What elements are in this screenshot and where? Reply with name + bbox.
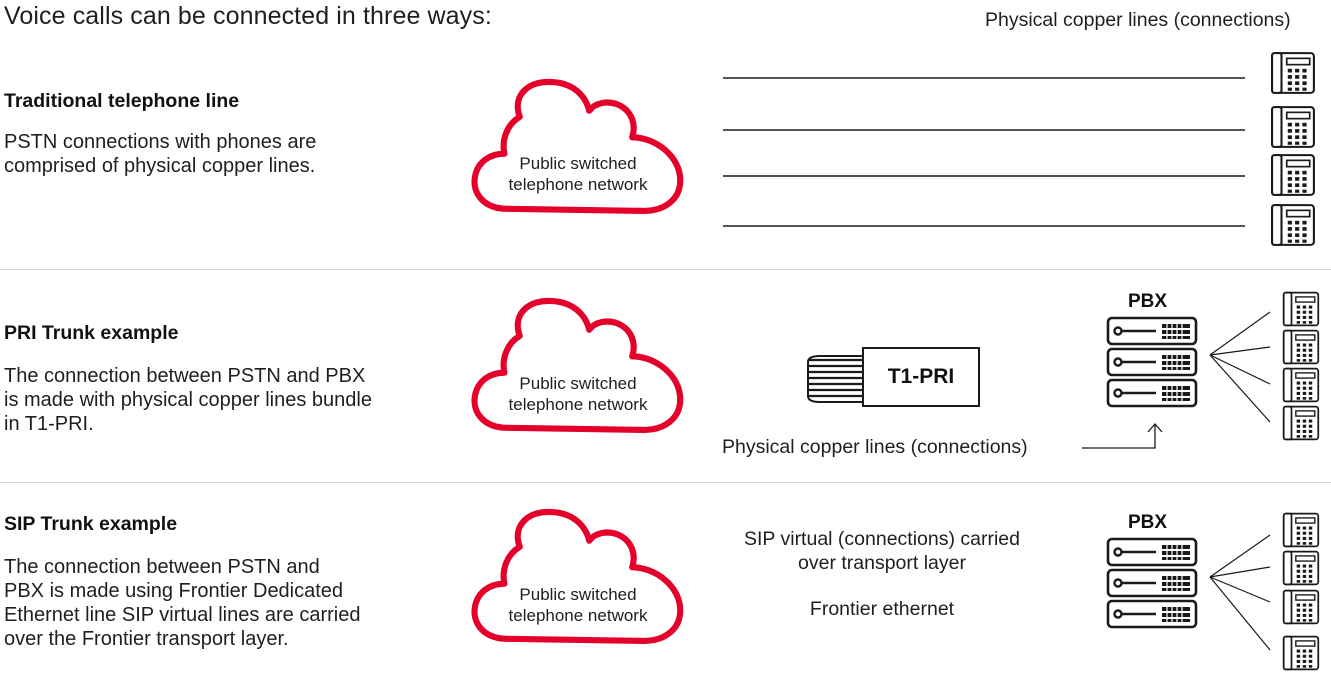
section-description-sip: The connection between PSTN and PBX is m… <box>4 556 361 650</box>
diagram-title: Voice calls can be connected in three wa… <box>4 2 492 30</box>
section-divider <box>0 269 1331 270</box>
section-description-pri: The connection between PSTN and PBX is m… <box>4 365 372 435</box>
pbx-label: PBX <box>1128 291 1168 312</box>
sip-virtual-caption: SIP virtual (connections) carried over t… <box>743 528 1020 574</box>
desk-phone-icon <box>1282 405 1320 441</box>
t1-pri-box: T1-PRI <box>862 347 980 407</box>
pbx-label: PBX <box>1128 512 1168 533</box>
desk-phone-icon <box>1282 550 1320 586</box>
desk-phone-icon <box>1270 153 1316 197</box>
desk-phone-icon <box>1270 105 1316 149</box>
arrow-up-icon <box>1082 423 1163 449</box>
section-divider <box>0 482 1331 483</box>
pbx-phone-links <box>1209 311 1271 423</box>
copper-lines-caption: Physical copper lines (connections) <box>985 9 1291 31</box>
section-title-sip: SIP Trunk example <box>4 513 178 535</box>
desk-phone-icon <box>1270 203 1316 247</box>
server-rack-icon <box>1106 316 1198 408</box>
desk-phone-icon <box>1282 635 1320 671</box>
desk-phone-icon <box>1270 51 1316 95</box>
cloud-label-pstn: Public switched telephone network <box>508 585 648 625</box>
desk-phone-icon <box>1282 589 1320 625</box>
cable-bundle-icon <box>807 355 862 403</box>
pbx-phone-links <box>1209 534 1271 651</box>
desk-phone-icon <box>1282 291 1320 327</box>
desk-phone-icon <box>1282 367 1320 403</box>
cloud-label-pstn: Public switched telephone network <box>508 154 648 194</box>
section-title-traditional: Traditional telephone line <box>4 90 240 112</box>
copper-lines-caption: Physical copper lines (connections) <box>722 436 1028 458</box>
frontier-ethernet-caption: Frontier ethernet <box>809 598 955 620</box>
cloud-label-pstn: Public switched telephone network <box>508 374 648 414</box>
section-description-traditional: PSTN connections with phones are compris… <box>4 131 317 177</box>
desk-phone-icon <box>1282 329 1320 365</box>
server-rack-icon <box>1106 537 1198 629</box>
copper-lines <box>723 77 1245 227</box>
section-title-pri: PRI Trunk example <box>4 322 179 344</box>
desk-phone-icon <box>1282 512 1320 548</box>
